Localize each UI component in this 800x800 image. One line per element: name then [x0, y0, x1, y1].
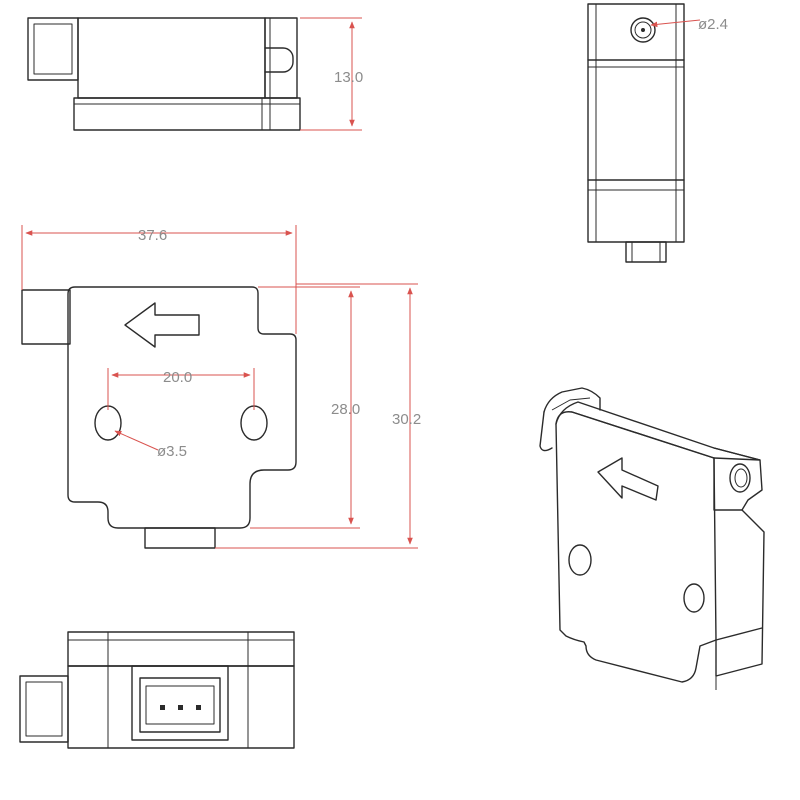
- isometric-view: [539, 387, 765, 690]
- dimension-label-height-body: 28.0: [331, 401, 360, 418]
- dimension-label-height-total: 30.2: [392, 411, 421, 428]
- front-view: [21, 286, 297, 549]
- dimension-label-hole-front: ø3.5: [157, 443, 187, 460]
- top-view: [587, 3, 685, 263]
- dimension-label-hole-spacing: 20.0: [163, 369, 192, 386]
- connector-port: [139, 677, 221, 733]
- direction-arrow-icon-iso: [597, 457, 659, 501]
- dimension-width-total: 37.6: [21, 225, 297, 334]
- dimension-label-hole-top: ø2.4: [698, 16, 728, 33]
- dimension-label-width-total: 37.6: [138, 227, 167, 244]
- dimension-height-total: 30.2: [215, 283, 421, 549]
- dimension-height-body: 28.0: [250, 286, 360, 529]
- dimension-hole-top: ø2.4: [650, 16, 728, 33]
- bottom-view: [19, 631, 295, 749]
- dimension-label-height-side: 13.0: [334, 69, 363, 86]
- dimension-hole-spacing: 20.0: [107, 368, 255, 410]
- dimension-height-side: 13.0: [300, 17, 363, 131]
- direction-arrow-icon: [124, 302, 200, 348]
- side-view: [27, 17, 301, 131]
- dimension-hole-front: ø3.5: [114, 430, 187, 460]
